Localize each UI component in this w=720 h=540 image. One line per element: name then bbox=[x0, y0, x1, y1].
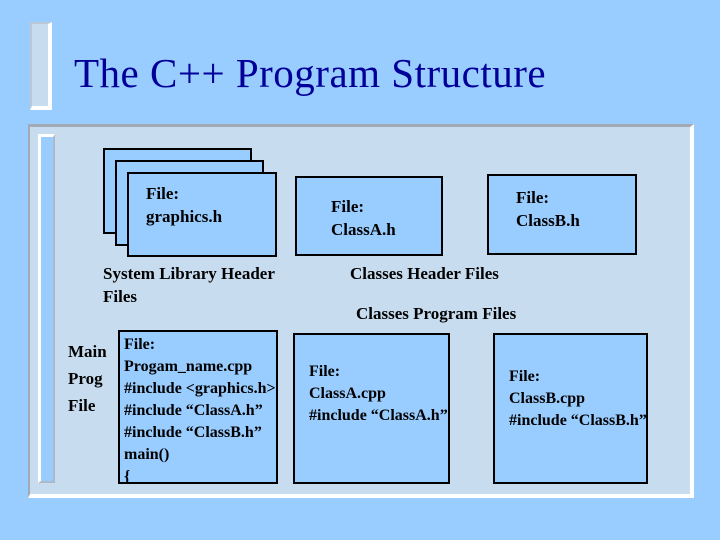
main-program-box: File: Progam_name.cpp #include <graphics… bbox=[118, 330, 278, 485]
class-a-cpp-box: File: ClassA.cpp #include “ClassA.h” bbox=[293, 333, 450, 484]
file-name: ClassA.h bbox=[331, 220, 396, 239]
code-line: #include “ClassB.h” bbox=[124, 424, 262, 441]
panel-decoration-bar bbox=[38, 134, 55, 483]
code-line: #include “ClassA.h” bbox=[309, 407, 448, 424]
classes-program-files-label: Classes Program Files bbox=[356, 304, 517, 323]
slide-title: The C++ Program Structure bbox=[74, 50, 547, 96]
file-name: graphics.h bbox=[146, 207, 223, 226]
file-name: ClassB.h bbox=[516, 211, 580, 230]
code-line: ClassB.cpp bbox=[509, 390, 586, 407]
file-label: File: bbox=[516, 188, 550, 207]
code-line: File: bbox=[509, 368, 541, 385]
file-label: File: bbox=[146, 184, 180, 203]
code-line: File: bbox=[124, 336, 156, 353]
file-label: File: bbox=[331, 197, 365, 216]
main-prog-file-label-line: Main bbox=[68, 342, 107, 361]
main-prog-file-label-line: File bbox=[68, 396, 96, 415]
system-library-header-files-label: System Library Header Files bbox=[103, 264, 275, 306]
code-line: File: bbox=[309, 363, 341, 380]
class-a-header-box: File: ClassA.h bbox=[295, 176, 443, 256]
system-header-box-graphics-h: File: graphics.h bbox=[127, 172, 277, 257]
code-line: ClassA.cpp bbox=[309, 385, 386, 402]
title-decoration-bar bbox=[30, 22, 52, 110]
class-b-cpp-box: File: ClassB.cpp #include “ClassB.h” bbox=[493, 333, 648, 484]
code-line: { bbox=[124, 468, 131, 485]
main-prog-file-label: Main Prog File bbox=[68, 338, 107, 419]
main-prog-file-label-line: Prog bbox=[68, 369, 103, 388]
code-line: main() bbox=[124, 446, 170, 463]
class-b-header-box: File: ClassB.h bbox=[487, 174, 637, 255]
code-line: Progam_name.cpp bbox=[124, 358, 253, 375]
code-line: #include “ClassA.h” bbox=[124, 402, 263, 419]
classes-header-files-label: Classes Header Files bbox=[350, 264, 499, 283]
code-line: #include <graphics.h> bbox=[124, 380, 276, 397]
code-line: #include “ClassB.h” bbox=[509, 412, 647, 429]
